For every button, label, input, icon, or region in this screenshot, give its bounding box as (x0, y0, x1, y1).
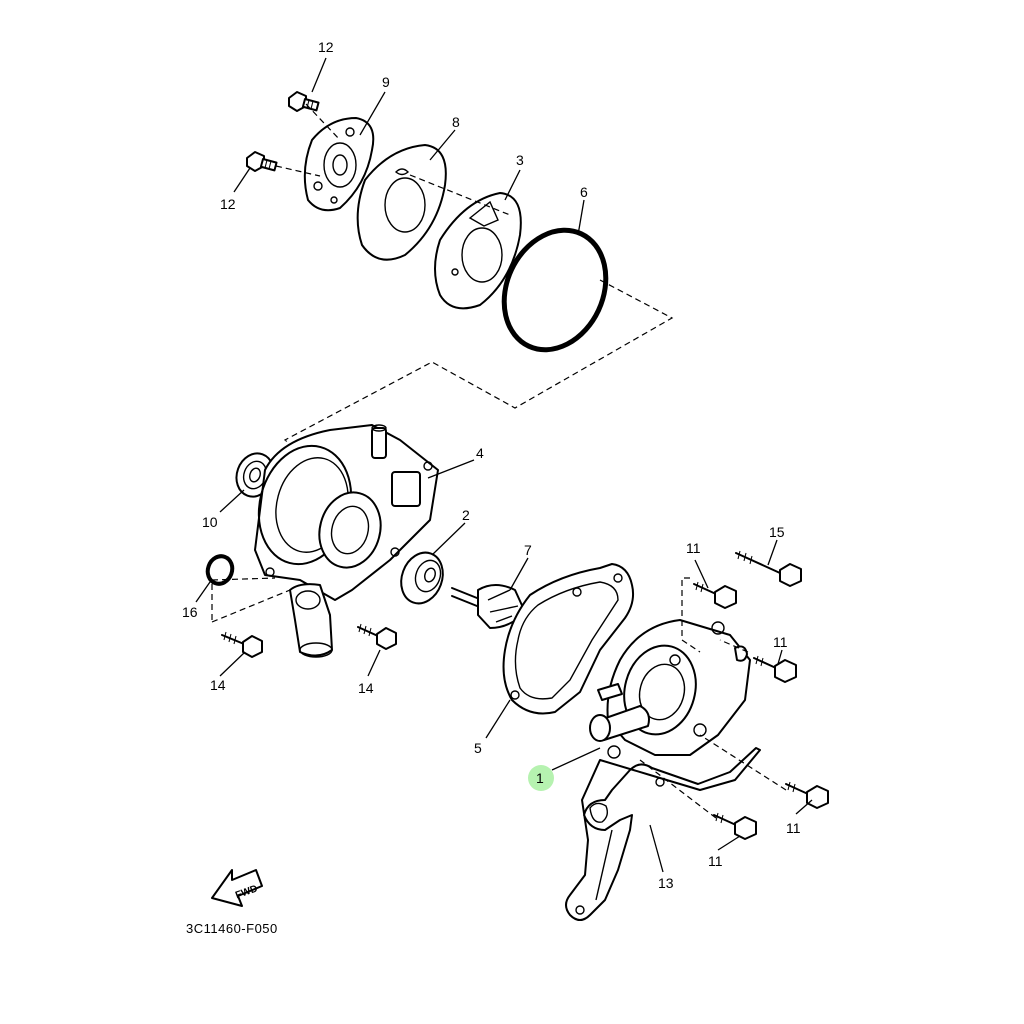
align-line-bolt11c (639, 759, 717, 819)
bolt-11-lower-right (785, 781, 829, 809)
callout-15: 15 (769, 524, 785, 540)
callout-7: 7 (524, 542, 532, 558)
callout-5: 5 (474, 740, 482, 756)
callout-3: 3 (516, 152, 524, 168)
callout-14-left: 14 (210, 677, 226, 693)
bolt-14-left (221, 631, 263, 658)
align-line-bolt11b (699, 734, 787, 791)
callout-16: 16 (182, 604, 198, 620)
plate-9 (275, 103, 375, 212)
bolt-12-left (246, 151, 278, 172)
callout-14-right: 14 (358, 680, 374, 696)
callout-11-right: 11 (773, 634, 788, 650)
callout-12-left: 12 (220, 196, 236, 212)
plate-8 (356, 144, 447, 261)
align-line-bolt11 (719, 639, 749, 653)
fwd-arrow-icon: FWD (211, 869, 263, 907)
highlight-marker (528, 765, 554, 791)
bolt-11-right (753, 655, 797, 683)
bolt-11-bottom (713, 812, 757, 840)
pump-cover-1 (589, 619, 751, 759)
reference-code: 3C11460-F050 (186, 921, 278, 936)
bolt-11-top (693, 581, 737, 609)
bolt-12-top (288, 91, 320, 112)
bracket-line-left (211, 577, 276, 620)
callout-11-bottom: 11 (708, 853, 723, 869)
callout-2: 2 (462, 507, 470, 523)
callout-6: 6 (580, 184, 588, 200)
callout-10: 10 (202, 514, 218, 530)
bolt-15 (735, 550, 802, 587)
callout-8: 8 (452, 114, 460, 130)
o-ring-6 (501, 227, 609, 353)
bracket-13 (565, 747, 761, 921)
plate-3 (409, 174, 522, 310)
bracket-line-right (681, 577, 701, 653)
callouts: 12 9 8 3 6 12 4 10 2 7 16 14 14 5 1 11 1… (182, 39, 801, 891)
callout-1: 1 (536, 770, 544, 786)
seal-2 (400, 551, 444, 605)
gasket-5 (502, 563, 635, 715)
callout-4: 4 (476, 445, 484, 461)
callout-11-top: 11 (686, 540, 701, 556)
callout-11-lower-right: 11 (786, 820, 801, 836)
callout-13: 13 (658, 875, 674, 891)
callout-9: 9 (382, 74, 390, 90)
leader-lines (195, 57, 813, 873)
pump-housing-4 (254, 424, 439, 658)
bolt-14-right (357, 623, 397, 650)
callout-12-top: 12 (318, 39, 334, 55)
o-ring-16 (205, 554, 235, 586)
bracket-line-bottom (211, 589, 291, 623)
